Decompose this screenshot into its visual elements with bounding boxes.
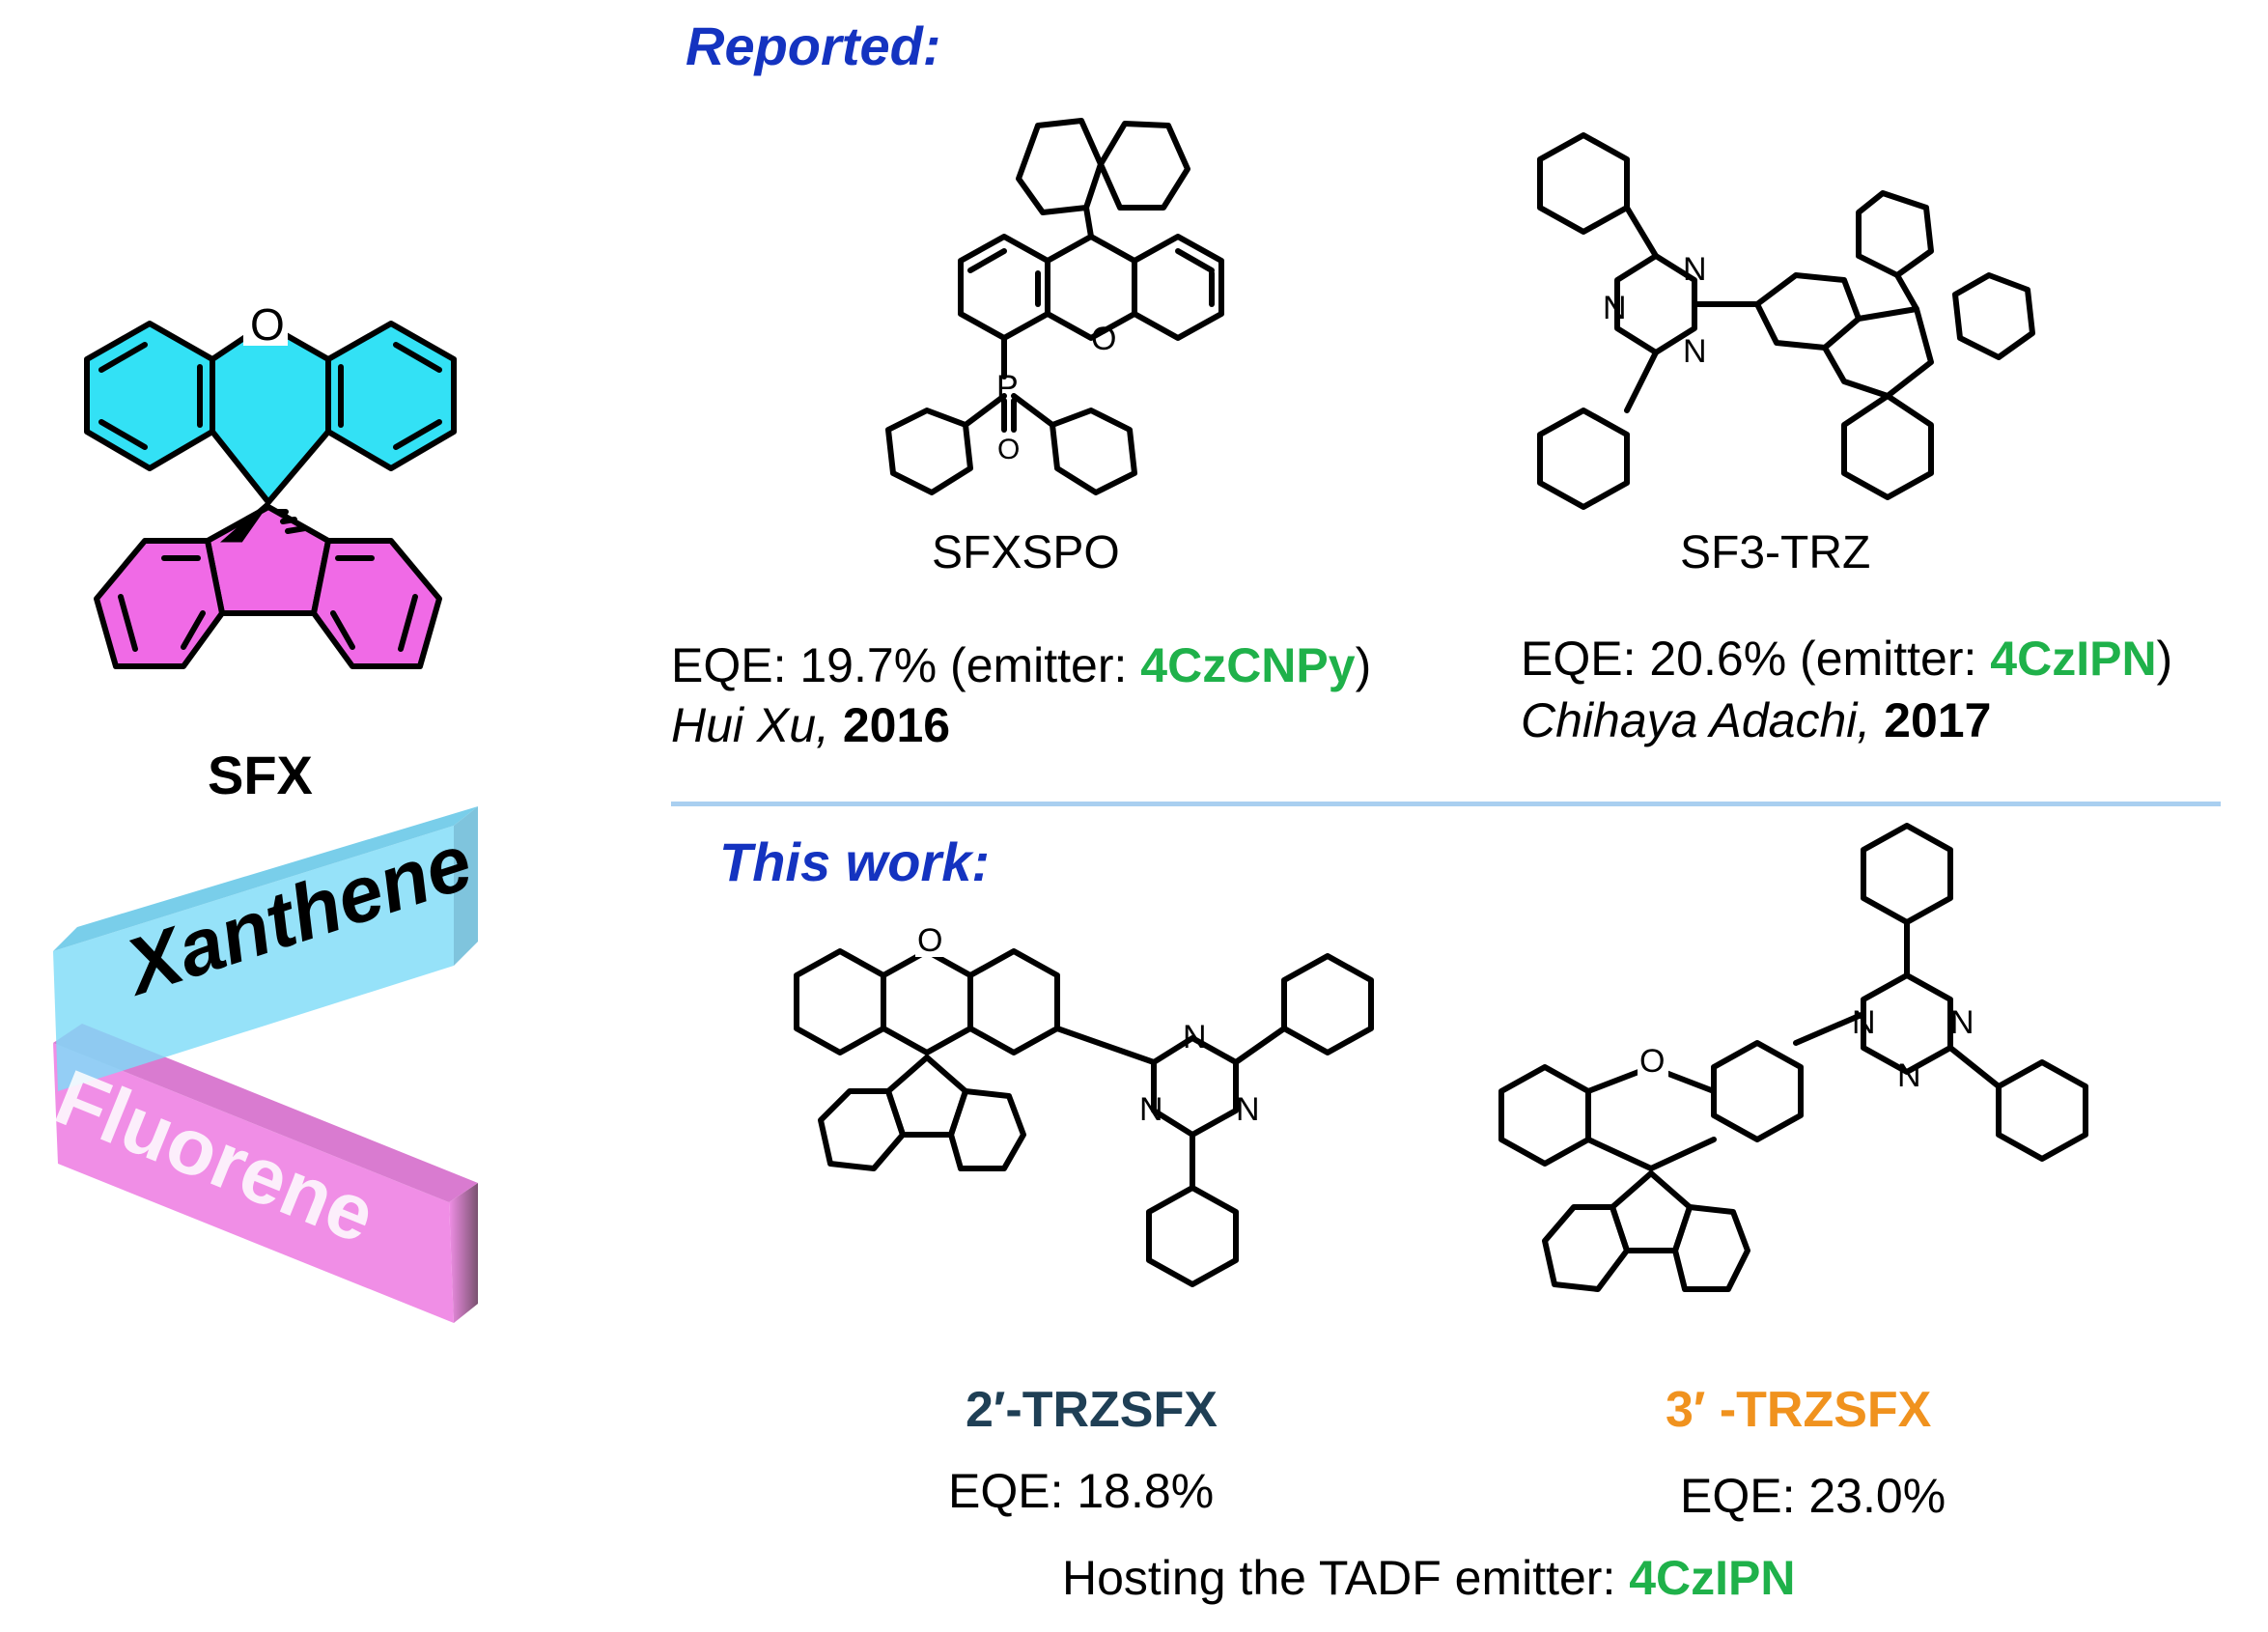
sf3-trz-citation: Chihaya Adachi, 2017 <box>1521 693 1992 747</box>
svg-text:N: N <box>1683 251 1707 288</box>
svg-text:N: N <box>1683 333 1707 370</box>
sfxspo-citation: Hui Xu, 2016 <box>671 698 951 752</box>
hosting-emitter: 4CzIPN <box>1629 1551 1796 1605</box>
sfxspo-emitter: 4CzCNPy <box>1140 638 1356 692</box>
3-trzsfx-name: 3′ -TRZSFX <box>1666 1382 1932 1438</box>
svg-text:N: N <box>1897 1057 1921 1094</box>
xanthene-core <box>84 321 457 505</box>
hosting-line: Hosting the TADF emitter: 4CzIPN <box>1062 1551 1796 1605</box>
this-work-heading: This work: <box>719 831 991 892</box>
fluorene-core <box>94 504 442 669</box>
svg-text:N: N <box>1950 1004 1974 1041</box>
3-trzsfx-eqe: EQE: 23.0% <box>1680 1469 1946 1523</box>
svg-text:N: N <box>1852 1004 1876 1041</box>
sfxspo-name: SFXSPO <box>932 527 1120 578</box>
svg-text:P: P <box>996 369 1019 406</box>
sfx-label: SFX <box>208 745 313 805</box>
svg-text:O: O <box>1091 321 1116 357</box>
svg-text:N: N <box>1183 1019 1207 1055</box>
svg-text:O: O <box>997 434 1020 465</box>
sf3-trz-emitter: 4CzIPN <box>1990 632 2157 686</box>
svg-text:O: O <box>917 922 942 959</box>
svg-text:N: N <box>1603 290 1627 326</box>
svg-text:N: N <box>1139 1091 1163 1128</box>
svg-text:N: N <box>1236 1091 1260 1128</box>
sfxspo-eqe: EQE: 19.7% (emitter: 4CzCNPy) <box>671 638 1372 692</box>
xanthene-block-label: Xanthene <box>116 817 483 1012</box>
2-trzsfx-eqe: EQE: 18.8% <box>948 1464 1215 1518</box>
svg-text:O: O <box>1639 1043 1665 1080</box>
2-trzsfx-name: 2′-TRZSFX <box>966 1382 1218 1438</box>
fluorene-block-label: Fluorene <box>43 1053 387 1261</box>
reported-heading: Reported: <box>686 15 941 76</box>
section-divider <box>671 802 2221 806</box>
sf3-trz-name: SF3-TRZ <box>1680 527 1871 578</box>
sf3-trz-eqe: EQE: 20.6% (emitter: 4CzIPN) <box>1521 632 2173 686</box>
sfx-oxygen: O <box>250 299 285 350</box>
